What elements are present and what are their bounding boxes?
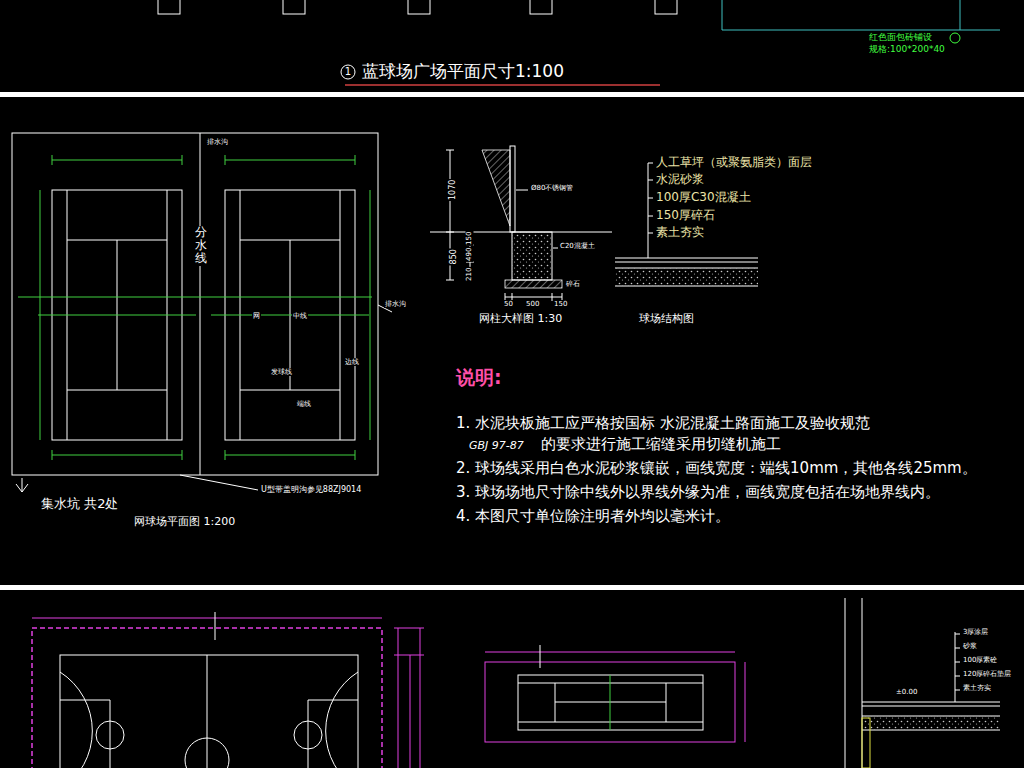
annotation-label: GBJ 97-87 [468,439,525,452]
annotation-label: 网球场平面图 1:200 [133,515,236,528]
annotation-label: C20混凝土 [559,242,596,250]
annotation-label: 120厚碎石垫层 [962,670,1012,678]
annotation-label: 排水沟 [206,138,229,146]
annotation-label: 150 [465,231,473,246]
annotation-label: 网柱大样图 1:30 [478,312,563,325]
annotation-label: 素土夯实 [655,225,705,239]
annotation-label: 2. 球场线采用白色水泥砂浆镶嵌，画线宽度：端线10mm，其他各线25mm。 [455,459,978,477]
annotation-label: 150厚碎石 [655,208,716,222]
annotation-label: 3厚涂层 [962,628,989,636]
annotation-label: 排水沟 [384,300,407,308]
drawing-title: 蓝球场广场平面尺寸1:100 [362,60,564,83]
annotation-label: ±0.00 [895,688,918,696]
annotation-label: 碎石 [565,280,581,288]
annotation-label: 说明: [455,366,503,389]
annotation-label: 850 [449,248,459,265]
annotation-label: 1. 水泥块板施工应严格按国标 水泥混凝土路面施工及验收规范 [455,414,871,432]
annotation-label: 50 [503,300,514,308]
annotation-label: 水泥砂浆 [655,172,705,186]
annotation-label: 4. 本图尺寸单位除注明者外均以毫米计。 [455,507,731,525]
annotation-label: 人工草坪（或聚氨脂类）面层 [655,155,813,169]
annotation-label: 分水线 [194,226,208,266]
annotation-label: 网 [252,312,261,320]
annotation-label: 490 [465,247,473,262]
annotation-label: 150 [553,300,568,308]
annotation-label: 发球线 [270,368,293,376]
annotation-label: 砂浆 [962,642,978,650]
annotation-label: 中线 [292,312,308,320]
annotation-label: Ø80不锈钢管 [530,184,574,192]
annotation-label: 3. 球场场地尺寸除中线外以界线外缘为准，画线宽度包括在场地界线内。 [455,483,941,501]
view-number-circle: 1蓝球场广场平面尺寸1:100 [340,64,356,80]
annotation-label: 红色面包砖铺设 [868,32,933,43]
annotation-label: 100厚素砼 [962,656,998,664]
annotation-label: 100厚C30混凝土 [655,190,752,204]
annotation-label: 边线 [344,358,360,366]
annotation-label: 素土夯实 [962,684,992,692]
annotation-label: 规格:100*200*40 [868,44,946,55]
annotation-label: U型带盖明沟参见88ZJ9014 [260,485,362,495]
view-number: 1 [340,64,356,80]
annotation-label: 1070 [448,179,458,201]
annotation-label: 端线 [296,400,312,408]
annotation-label: 集水坑 共2处 [40,496,119,512]
annotation-label: 的要求进行施工缩缝采用切缝机施工 [540,435,782,453]
circle-outline [341,65,355,79]
annotation-label: 球场结构图 [638,312,695,325]
annotation-label: 500 [525,300,540,308]
annotation-label: 210 [465,267,473,282]
